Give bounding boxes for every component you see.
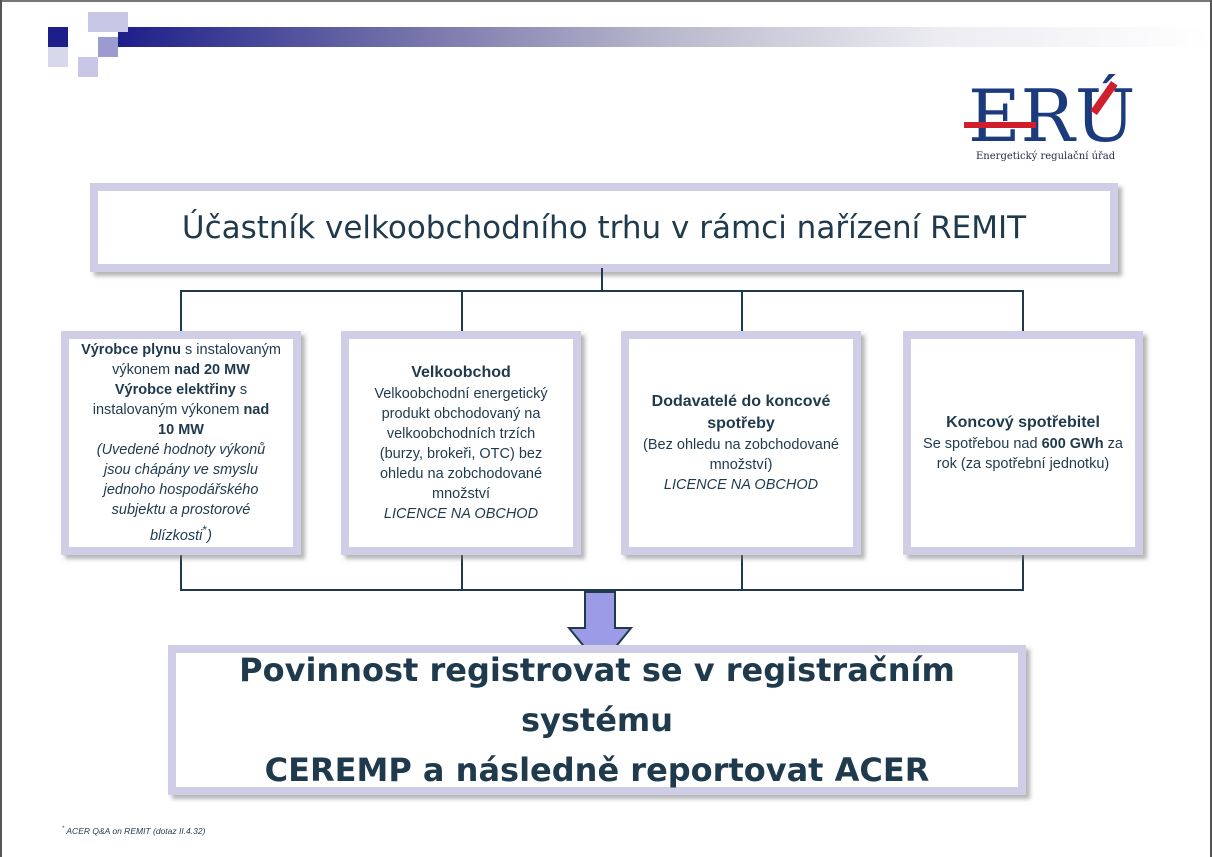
result-line: CEREMP a následně reportovat ACER — [264, 751, 930, 789]
connector-line — [741, 290, 743, 335]
frame-left-border — [0, 0, 2, 857]
category-text-fragment: (burzy, brokeři, OTC) bez — [379, 446, 543, 462]
category-text-fragment: * — [202, 523, 208, 538]
category-text-fragment: nad 20 MW — [174, 362, 250, 379]
category-line: (burzy, brokeři, OTC) bez — [374, 444, 547, 464]
category-line: instalovaným výkonem nad — [81, 400, 281, 420]
connector-line — [461, 551, 463, 590]
title-box: Účastník velkoobchodního trhu v rámci na… — [90, 183, 1118, 272]
category-box-suppliers: Dodavatelé do koncové spotřeby (Bez ohled… — [621, 331, 861, 555]
category-text-fragment: 10 MW — [158, 422, 204, 439]
category-text-fragment: subjektu a prostorové — [111, 502, 251, 519]
category-text-fragment: výkonem — [112, 362, 175, 379]
category-text-fragment: ohledu na zobchodované — [379, 466, 543, 482]
category-text-fragment: instalovaným výkonem — [92, 402, 244, 419]
category-line: Se spotřebou nad 600 GWh za — [923, 434, 1123, 454]
logo-red-stroke — [964, 122, 1036, 128]
connector-line — [601, 268, 603, 291]
category-text-fragment: množství) — [709, 457, 773, 473]
decor-square — [98, 37, 118, 57]
connector-line — [1022, 551, 1024, 590]
category-heading: Velkoobchod — [411, 364, 511, 381]
connector-line — [1022, 290, 1024, 335]
category-line: velkoobchodních trzích — [374, 424, 547, 444]
category-text-fragment: Velkoobchodní energetický — [374, 386, 548, 402]
category-text-fragment: jednoho hospodářského — [103, 482, 259, 499]
connector-line — [180, 589, 1024, 591]
category-line: rok (za spotřební jednotku) — [923, 454, 1123, 474]
frame-right-border — [1210, 0, 1212, 857]
category-text-fragment: jsou chápány ve smyslu — [104, 462, 258, 479]
category-text-fragment: velkoobchodních trzích — [386, 426, 536, 442]
decor-square — [88, 12, 108, 32]
category-heading: Koncový spotřebitel — [946, 414, 1100, 431]
category-line: LICENCE NA OBCHOD — [374, 504, 547, 524]
connector-line — [180, 551, 182, 590]
category-line: ohledu na zobchodované — [374, 464, 547, 484]
category-text: Dodavatelé do koncové spotřeby (Bez ohled… — [637, 391, 845, 495]
category-text-fragment: s — [235, 382, 248, 399]
category-line: produkt obchodovaný na — [374, 404, 547, 424]
connector-line — [180, 290, 182, 335]
footnote-text: ACER Q&A on REMIT (dotaz II.4.32) — [64, 826, 206, 836]
footnote: * ACER Q&A on REMIT (dotaz II.4.32) — [62, 826, 205, 836]
category-line: (Bez ohledu na zobchodované — [637, 435, 845, 455]
decor-square — [48, 47, 68, 67]
category-line: jsou chápány ve smyslu — [81, 460, 281, 480]
category-line: jednoho hospodářského — [81, 480, 281, 500]
footnote-marker: * — [62, 826, 65, 833]
connector-line — [461, 290, 463, 335]
category-line: blízkosti*) — [81, 520, 281, 546]
category-text-fragment: Výrobce plynu — [81, 342, 181, 359]
header-gradient-bar — [118, 27, 1210, 47]
category-text-fragment: nad — [243, 402, 270, 419]
category-text-fragment: rok (za spotřební jednotku) — [936, 456, 1110, 472]
category-text-fragment: blízkosti — [150, 527, 203, 544]
category-text-fragment: 600 GWh — [1041, 436, 1104, 452]
category-text-fragment: Se spotřebou nad — [923, 436, 1042, 452]
category-text: Koncový spotřebitel Se spotřebou nad 600 … — [923, 412, 1123, 474]
logo-subtitle: Energetický regulační úřad — [976, 151, 1116, 162]
category-text-fragment: ) — [207, 527, 212, 544]
decor-square — [48, 27, 68, 47]
category-text-fragment: za — [1103, 436, 1123, 452]
category-text-fragment: množství — [431, 486, 490, 502]
connector-line — [180, 290, 1024, 292]
result-line: Povinnost registrovat se v registračním … — [239, 651, 955, 739]
category-text-fragment: (Uvedené hodnoty výkonů — [96, 442, 266, 459]
result-text: Povinnost registrovat se v registračním … — [176, 645, 1018, 795]
decor-square — [108, 12, 128, 32]
decor-square — [78, 57, 98, 77]
diagram-title: Účastník velkoobchodního trhu v rámci na… — [181, 209, 1027, 246]
eru-logo: ERÚ Energetický regulační úřad — [964, 76, 1135, 168]
category-line: LICENCE NA OBCHOD — [637, 475, 845, 495]
category-text-fragment: s instalovaným — [180, 342, 281, 359]
category-line: Výrobce elektřiny s — [81, 380, 281, 400]
category-line: Výrobce plynu s instalovaným — [81, 340, 281, 360]
category-line: 10 MW — [81, 420, 281, 440]
category-text-fragment: LICENCE NA OBCHOD — [383, 506, 539, 522]
category-text-fragment: Výrobce elektřiny — [114, 382, 236, 399]
category-line: Velkoobchodní energetický — [374, 384, 547, 404]
category-line: (Uvedené hodnoty výkonů — [81, 440, 281, 460]
connector-line — [741, 551, 743, 590]
category-line: výkonem nad 20 MW — [81, 360, 281, 380]
result-box: Povinnost registrovat se v registračním … — [168, 645, 1026, 795]
category-heading: Dodavatelé do koncové spotřeby — [651, 393, 831, 432]
category-line: množství — [374, 484, 547, 504]
category-line: množství) — [637, 455, 845, 475]
category-text-fragment: (Bez ohledu na zobchodované — [643, 437, 839, 453]
category-line: subjektu a prostorové — [81, 500, 281, 520]
decor-square — [68, 27, 88, 47]
category-box-consumer: Koncový spotřebitel Se spotřebou nad 600 … — [903, 331, 1143, 555]
category-text-fragment: produkt obchodovaný na — [381, 406, 541, 422]
category-text-fragment: LICENCE NA OBCHOD — [663, 477, 819, 493]
frame-top-border — [0, 0, 1212, 2]
